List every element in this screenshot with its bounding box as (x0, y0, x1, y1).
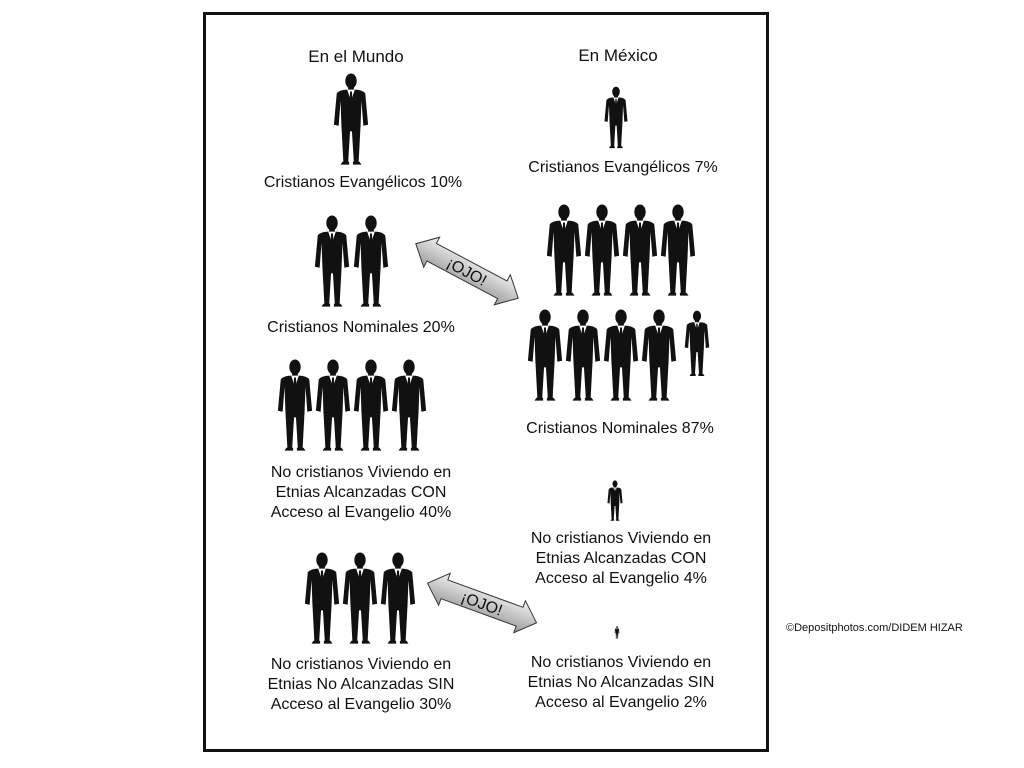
person-icon (313, 214, 351, 310)
person-icon (564, 308, 602, 404)
person-icon (303, 551, 341, 647)
world-title: En el Mundo (308, 47, 404, 66)
world-nominales-label: Cristianos Nominales 20% (267, 319, 455, 336)
person-icon (314, 358, 352, 454)
mexico-con-acceso-label: No cristianos Viviendo en Etnias Alcanza… (530, 530, 712, 587)
person-icon (379, 551, 417, 647)
person-icon (602, 308, 640, 404)
person-icon (526, 308, 564, 404)
person-icon (352, 358, 390, 454)
mexico-title: En México (578, 46, 658, 65)
world-sin-acceso-label: No cristianos Viviendo en Etnias No Alca… (267, 656, 455, 713)
person-icon (679, 310, 715, 378)
person-icon (610, 626, 624, 639)
person-icon (640, 308, 678, 404)
double-arrow-bottom: ¡OJO! (426, 572, 538, 634)
person-icon (352, 214, 390, 310)
person-icon (390, 358, 428, 454)
mexico-sin-acceso-label: No cristianos Viviendo en Etnias No Alca… (527, 654, 715, 711)
person-icon (598, 86, 634, 150)
person-icon (583, 203, 621, 299)
person-icon (332, 72, 370, 168)
mexico-nominales-label: Cristianos Nominales 87% (526, 420, 714, 437)
person-icon (341, 551, 379, 647)
world-evangelicos-label: Cristianos Evangélicos 10% (263, 174, 463, 191)
world-con-acceso-label: No cristianos Viviendo en Etnias Alcanza… (270, 464, 452, 521)
mexico-evangelicos-label: Cristianos Evangélicos 7% (528, 159, 718, 176)
person-icon (659, 203, 697, 299)
double-arrow-top: ¡OJO! (415, 236, 519, 306)
image-credit: ©Depositphotos.com/DIDEM HIZAR (786, 622, 963, 634)
person-icon (597, 480, 633, 522)
person-icon (545, 203, 583, 299)
person-icon (276, 358, 314, 454)
person-icon (621, 203, 659, 299)
